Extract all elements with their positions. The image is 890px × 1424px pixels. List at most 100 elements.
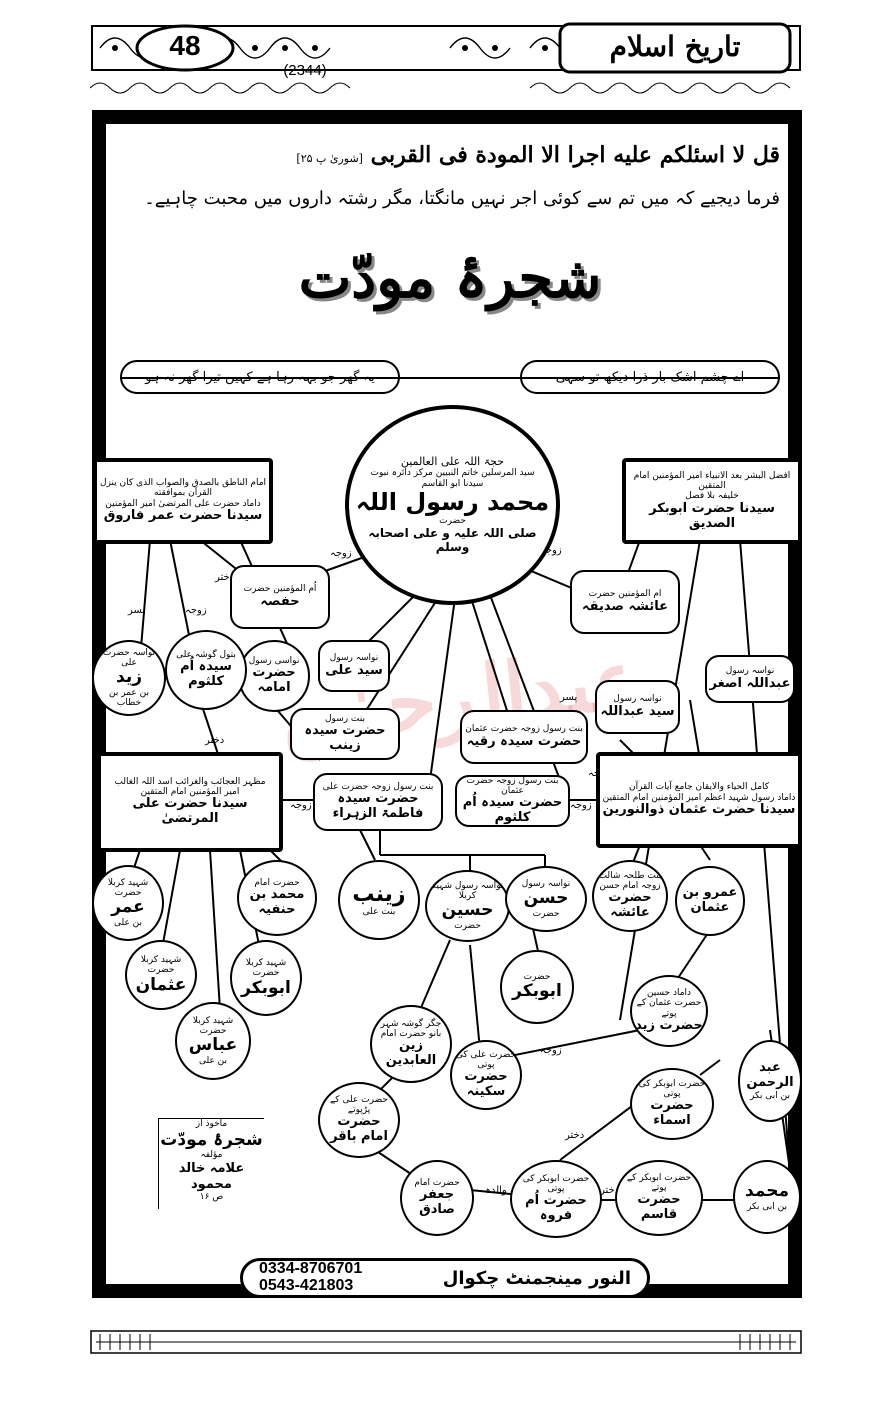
rel-zawja-6: زوجہ: [570, 800, 592, 811]
umama-sub: نواسی رسول: [248, 655, 300, 666]
node-hafsa: اُم المؤمنین حضرت حفصہ: [230, 565, 330, 629]
uthman-ali-name: عثمان: [135, 974, 187, 995]
umm-farwa-name: حضرت اُم فروہ: [525, 1193, 587, 1224]
source-l4: علامہ خالد محمود: [178, 1160, 245, 1192]
abdullah-sub: نواسہ رسول: [613, 694, 662, 705]
umar-ali-sub: شہید کربلا حضرت: [107, 877, 149, 899]
abubakr-name: سیدنا حضرت ابوبکر الصدیق: [649, 500, 775, 531]
zaid-name: زید: [116, 667, 142, 688]
abubakr-ali-name: ابوبکر: [241, 977, 291, 998]
node-ruqayya: بنت رسول زوجہ حضرت عثمان حضرت سیدہ رقیہ: [460, 710, 588, 764]
verse-arabic-text: قل لا اسئلکم علیه اجرا الا المودة فی الق…: [370, 142, 780, 168]
node-qasim: حضرت ابوبکر کے پوتے حضرت قاسم: [615, 1160, 703, 1236]
amr-uthman-name: عمرو بن عثمان: [682, 885, 738, 915]
asma-sub: حضرت ابوبکر کی پوتی: [638, 1078, 706, 1100]
husain-foot: حضرت: [454, 920, 481, 931]
node-fatima: بنت رسول زوجہ حضرت علی حضرت سیدہ فاطمۃ ا…: [313, 773, 443, 831]
zainul-sub: جگر گوشہ شہر بانو حضرت امام: [380, 1018, 442, 1040]
ali-sub: امیر المؤمنین امام المتقین: [140, 787, 240, 798]
verse-translation: فرما دیجیے کہ میں تم سے کوئی اجر نہیں ما…: [144, 188, 780, 209]
asghar-sub: نواسہ رسول: [725, 666, 775, 677]
node-zaid-uthman: داماد حسین حضرت عثمان کے پوتے حضرت زید: [630, 975, 708, 1047]
node-jafar: حضرت امام جعفر صادق: [400, 1160, 474, 1236]
muhammad-ab-foot: بن ابی بکر: [746, 1201, 788, 1212]
aisha-talha-name: حضرت عائشہ: [608, 890, 652, 921]
umar-name: سیدنا حضرت عمر فاروق: [103, 508, 263, 524]
zaid-uthman-name: حضرت زید: [635, 1018, 703, 1034]
node-hasan: نواسہ رسول حسن حضرت: [505, 866, 587, 932]
rel-dukhtar-3: دختر: [205, 735, 225, 746]
rel-pisar-1: پسر: [128, 605, 146, 616]
node-abubakr: افضل البشر بعد الانبیاء امیر المؤمنین ام…: [622, 458, 802, 544]
source-credit: ماخوذ از شجرۂ مودّت مؤلفہ علامہ خالد محم…: [158, 1118, 264, 1209]
zainab-name: زینب: [352, 882, 406, 908]
node-abbas: شہید کربلا حضرت عباس بن علی: [175, 1002, 251, 1080]
book-title: تاریخ اسلام: [609, 30, 741, 63]
zainab-b-sub: بنت رسول: [325, 713, 365, 724]
muhammad-hanafiya-name: محمد بن حنفیہ: [249, 887, 305, 918]
abdurrahman-foot: بن ابی بکر: [749, 1090, 791, 1101]
node-zainab: زینب بنت علی: [338, 860, 420, 940]
abdurrahman-name: عبد الرحمن: [746, 1059, 794, 1090]
qasim-sub: حضرت ابوبکر کے پوتے: [626, 1172, 692, 1194]
hafsa-sub: اُم المؤمنین حضرت: [243, 584, 317, 595]
sakina-name: حضرت سکینہ: [464, 1069, 508, 1100]
zaid-sub: نواسہ حضرت علی: [102, 647, 156, 668]
rel-zawja-1: زوجہ: [540, 545, 562, 556]
abubakr-ali-sub: شہید کربلا حضرت: [245, 957, 287, 979]
node-abdullah: نواسہ رسول سید عبداللہ: [595, 680, 680, 734]
verse-arabic: قل لا اسئلکم علیه اجرا الا المودة فی الق…: [120, 142, 780, 168]
rel-dukhtar-4: دختر: [565, 1130, 585, 1141]
node-zaid: نواسہ حضرت علی زید بن عمر بن خطاب: [92, 640, 166, 716]
asghar-name: عبداللہ اصغر: [709, 675, 791, 691]
jafar-sub: حضرت امام: [414, 1177, 460, 1188]
rel-dukhtar-5: دختر: [600, 1185, 620, 1196]
source-l1: ماخوذ از: [195, 1119, 228, 1129]
node-umar-ali: شہید کربلا حضرت عمر بن علی: [92, 865, 164, 941]
prophet-name: محمد رسول اللہ: [355, 487, 550, 516]
ali-titles: مظہر العجائب والغرائب اسد اللہ الغالب: [114, 776, 266, 787]
verse-reference: [شوریٰ پ ۲۵]: [296, 152, 363, 165]
abbas-sub: شہید کربلا حضرت: [192, 1015, 234, 1037]
muhammad-hanafiya-sub: حضرت امام: [254, 877, 300, 888]
node-uthman-ali: شہید کربلا حضرت عثمان: [125, 940, 197, 1010]
rel-zawja-3: زوجہ: [185, 605, 207, 616]
abbas-name: عباس: [188, 1035, 238, 1056]
prophet-line2: سید المرسلین خاتم النبیین مرکز دائرہ نبو…: [370, 468, 535, 479]
abubakr-hasan-sub: حضرت: [523, 972, 551, 983]
umm-kulthum-name: سیدہ اُم کلثوم: [180, 659, 232, 690]
node-umm-kulthum-b: بنت رسول زوجہ حضرت عثمان حضرت سیدہ اُم ک…: [455, 775, 570, 827]
node-aisha: ام المؤمنین حضرت عائشہ صدیقہ: [570, 570, 680, 634]
node-uthman: کامل الحیاء والایقان جامع آیات القرآن دا…: [596, 752, 802, 848]
umar-ali-name: عمر: [111, 897, 145, 918]
uthman-sub: داماد رسول شہید اعظم امیر المؤمنین امام …: [602, 792, 796, 803]
ruqayya-name: حضرت سیدہ رقیہ: [466, 733, 582, 749]
serial-number: (2344): [283, 62, 327, 79]
aisha-name: عائشہ صدیقہ: [582, 598, 668, 614]
zaid-foot: بن عمر بن خطاب: [109, 687, 149, 709]
rel-pisar-2: پسر: [560, 692, 578, 703]
node-umama: نواسی رسول حضرت امامہ: [238, 640, 310, 712]
node-sayyid-ali: نواسہ رسول سید علی: [318, 640, 390, 692]
hasan-name: حسن: [523, 888, 569, 909]
asma-name: حضرت اسماء: [650, 1098, 694, 1129]
baqir-sub: حضرت علی کے پڑپوتے: [330, 1094, 388, 1116]
abbas-foot: بن علی: [198, 1055, 228, 1066]
zaid-uthman-sub: داماد حسین حضرت عثمان کے پوتے: [636, 988, 702, 1019]
umar-sub: داماد حضرت علی المرتضیٰ امیر المؤمنین: [105, 498, 261, 509]
rel-zawja-7: زوجہ: [540, 1045, 562, 1056]
node-asghar: نواسہ رسول عبداللہ اصغر: [705, 655, 795, 703]
phone-numbers: 0334-8706701 0543-421803: [259, 1260, 362, 1295]
prophet-bottom: صلی اللہ علیہ و علی اصحابہ وسلم: [368, 525, 537, 554]
node-muhammad-ab: محمد بن ابی بکر: [733, 1160, 801, 1234]
node-muhammad-hanafiya: حضرت امام محمد بن حنفیہ: [237, 860, 317, 936]
zainab-foot: بنت علی: [362, 907, 396, 918]
node-umm-kulthum: بتول گوشہ علی سیدہ اُم کلثوم: [165, 630, 247, 710]
sayyid-ali-sub: نواسہ رسول: [329, 653, 379, 664]
source-l5: ص ۱۶: [199, 1192, 224, 1203]
muhammad-ab-name: محمد: [745, 1181, 789, 1202]
baqir-name: حضرت امام باقر: [330, 1114, 388, 1145]
abubakr-hasan-name: ابوبکر: [512, 981, 562, 1002]
node-zainab-b: بنت رسول حضرت سیدہ زینب: [290, 708, 400, 760]
jafar-name: جعفر صادق: [419, 1187, 455, 1218]
